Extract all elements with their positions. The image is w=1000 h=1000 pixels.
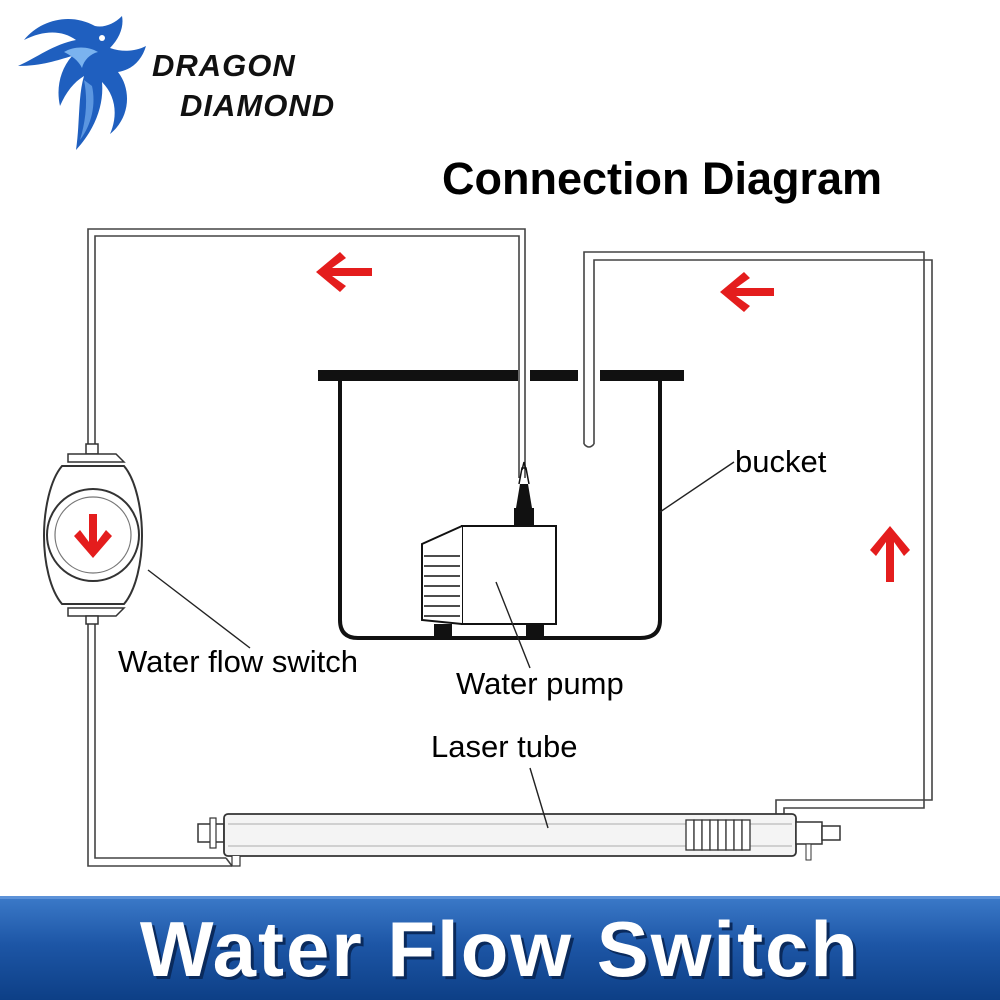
flow-arrows — [74, 252, 910, 582]
banner-title: Water Flow Switch — [139, 905, 861, 993]
leader-lines — [147, 461, 735, 829]
dragon-logo-icon — [18, 16, 146, 150]
laser-tube — [197, 813, 841, 867]
diagram-title: Connection Diagram — [442, 153, 883, 204]
brand-name-line-1: DRAGON — [152, 48, 296, 83]
brand-name-line-2: DIAMOND — [180, 88, 336, 123]
water-flow-switch-label: Water flow switch — [118, 644, 359, 679]
arrow-down-icon — [74, 514, 112, 558]
bucket-label: bucket — [735, 444, 827, 479]
water-pipes — [87, 228, 933, 867]
laser-tube-label: Laser tube — [431, 729, 578, 764]
product-banner: Water Flow Switch — [0, 896, 1000, 1000]
water-pump-label: Water pump — [456, 666, 624, 701]
bucket — [318, 370, 684, 640]
arrow-left-icon — [720, 272, 774, 312]
arrow-left-icon — [316, 252, 372, 292]
arrow-up-icon — [870, 526, 910, 582]
water-pump — [421, 461, 557, 636]
